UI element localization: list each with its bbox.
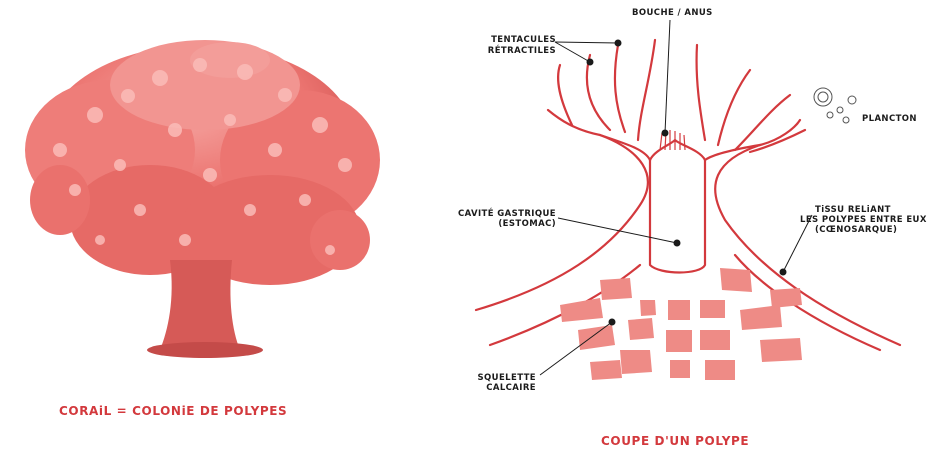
label-plankton: PLANCTON xyxy=(862,114,917,124)
label-tissue-line3: (CŒNOSARQUE) xyxy=(815,225,897,235)
label-tissue-line2: LES POLYPES ENTRE EUX xyxy=(800,215,927,225)
label-tentacles-line1: TENTACULES xyxy=(478,35,556,45)
label-gastric-line1: CAVITÉ GASTRIQUE xyxy=(440,209,556,219)
label-gastric-line2: (ESTOMAC) xyxy=(440,219,556,229)
label-skeleton-line2: CALCAIRE xyxy=(466,383,536,393)
label-tissue-line1: TiSSU RELiANT xyxy=(815,205,891,215)
label-tentacles-line2: RÉTRACTILES xyxy=(478,46,556,56)
label-mouth: BOUCHE / ANUS xyxy=(632,8,713,18)
label-skeleton-line1: SQUELETTE xyxy=(466,373,536,383)
diagram-caption: COUPE D'UN POLYPE xyxy=(601,434,749,448)
plankton-illustration xyxy=(814,88,856,123)
